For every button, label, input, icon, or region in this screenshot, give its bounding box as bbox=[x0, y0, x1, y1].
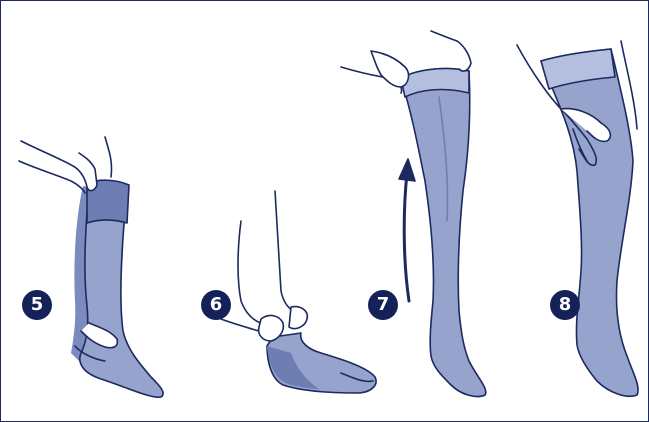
step-5-illustration bbox=[19, 137, 163, 397]
step-7-illustration bbox=[341, 31, 486, 397]
step-badge-5: 5 bbox=[22, 290, 52, 320]
step-badge-8: 8 bbox=[550, 290, 580, 320]
step-8-illustration bbox=[517, 41, 638, 396]
step-badge-6: 6 bbox=[201, 290, 231, 320]
step-badge-7: 7 bbox=[368, 290, 398, 320]
step-6-illustration bbox=[221, 191, 376, 393]
